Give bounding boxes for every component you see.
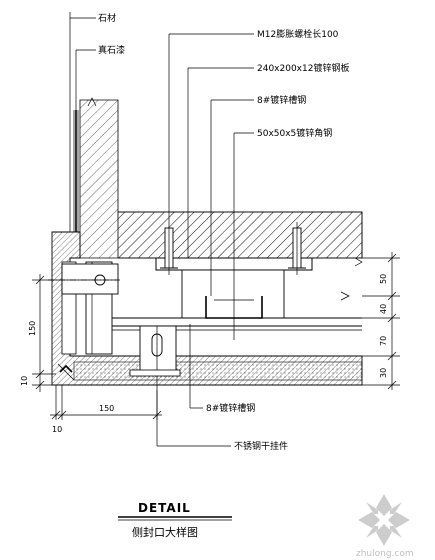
label-channel-bottom: 8#镀锌槽钢: [206, 402, 255, 414]
anchor-bolt-left: [160, 222, 178, 275]
title-subtitle: 侧封口大样图: [132, 525, 198, 539]
label-anchor-bolt: M12膨胀螺栓长100: [257, 28, 339, 40]
wall-finish-layers: [69, 12, 79, 232]
steel-frame: [48, 257, 362, 355]
dim-bottom-10: 10: [52, 425, 62, 434]
dim-right-70: 70: [379, 336, 388, 346]
watermark-text: zhulong.com: [356, 549, 414, 559]
dim-right-50: 50: [379, 274, 388, 284]
anchor-bolt-right: [288, 222, 306, 275]
label-stone: 石材: [98, 12, 116, 24]
dim-right-30: 30: [379, 368, 388, 378]
title-block: DETAIL 侧封口大样图: [118, 501, 232, 539]
dimension-right: 50 40 70 30: [362, 252, 400, 390]
watermark-flower-icon: [358, 494, 410, 546]
slab-band: [117, 211, 363, 259]
dim-bottom-150: 150: [99, 404, 114, 413]
watermark-logo: zhulong.com: [356, 494, 414, 559]
dim-left-10: 10: [20, 376, 29, 386]
dim-left-150: 150: [28, 321, 37, 336]
label-channel-top: 8#镀锌槽钢: [257, 94, 306, 106]
leader-lines: [70, 17, 254, 447]
break-marks-right: [340, 257, 363, 301]
label-steel-plate: 240x200x12镀锌钢板: [257, 62, 349, 74]
label-real-stone-paint: 真石漆: [98, 44, 125, 56]
title-detail: DETAIL: [138, 501, 191, 515]
stainless-hanger-fixture: [129, 325, 181, 386]
label-angle-steel: 50x50x5镀锌角钢: [257, 127, 332, 139]
callout-labels: 石材 真石漆 M12膨胀螺栓长100 240x200x12镀锌钢板 8#镀锌槽钢…: [98, 12, 349, 452]
corner-angle: [57, 363, 75, 381]
label-stainless-hanger: 不锈钢干挂件: [234, 440, 288, 452]
dimension-left: 150 10: [20, 274, 66, 392]
dim-right-40: 40: [379, 304, 388, 314]
dimension-bottom: 150 10: [50, 385, 162, 434]
